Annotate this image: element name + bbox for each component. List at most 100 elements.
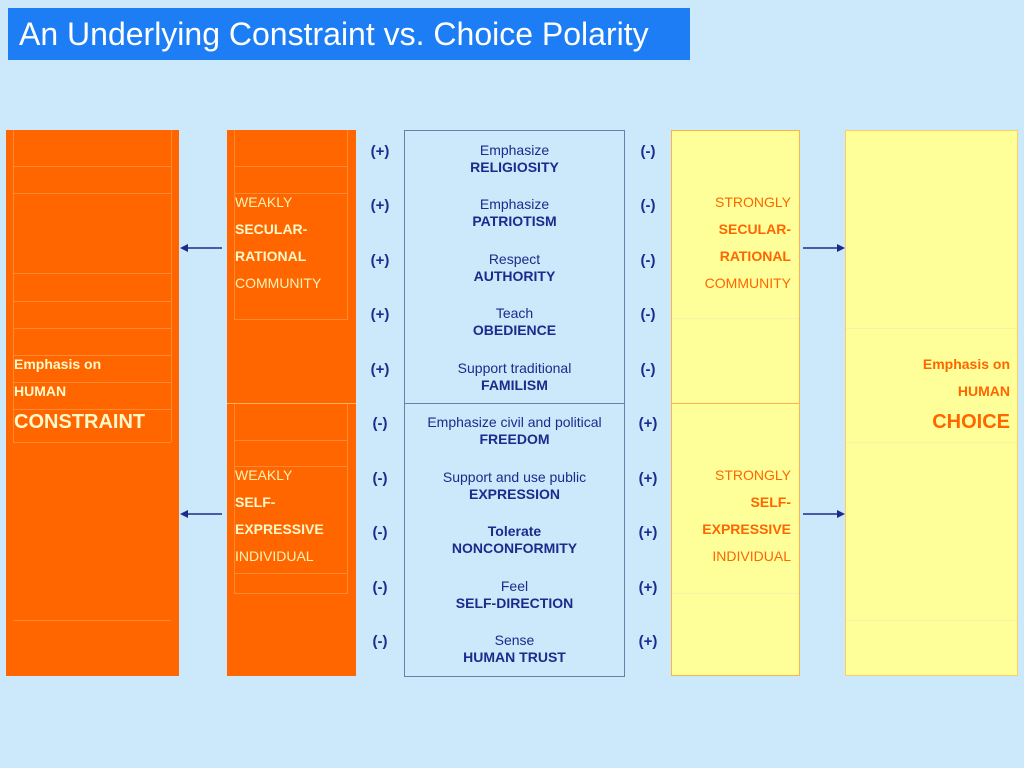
value-item-noun: SELF-DIRECTION [455, 595, 574, 611]
right-sign: (+) [638, 579, 658, 596]
left-sign: (-) [372, 633, 388, 650]
left-sign: (+) [370, 197, 390, 214]
value-item-noun: EXPRESSION [468, 486, 561, 502]
grid-line [13, 382, 171, 383]
strongly-secular-label-3: RATIONAL [719, 248, 791, 264]
left-sign: (+) [370, 361, 390, 378]
right-sign: (-) [640, 143, 656, 160]
value-item-noun: PATRIOTISM [472, 213, 557, 229]
value-item-verb: Sense [494, 632, 535, 648]
grid-line [13, 301, 171, 302]
left-sign: (+) [370, 143, 390, 160]
value-item-verb: Tolerate [487, 523, 542, 539]
right-arrow-icon [803, 244, 845, 252]
grid-line [234, 193, 347, 194]
grid-line [846, 620, 1017, 621]
grid-line [13, 273, 171, 274]
strongly-self-label-4: INDIVIDUAL [712, 548, 791, 564]
value-item-verb: Emphasize [479, 196, 550, 212]
value-item-verb: Respect [488, 251, 541, 267]
value-item-verb: Teach [495, 305, 534, 321]
constraint-label-2: HUMAN [14, 383, 67, 399]
strongly-column-divider [671, 403, 800, 404]
right-sign: (-) [640, 252, 656, 269]
grid-line [234, 130, 235, 320]
value-item-noun: FREEDOM [479, 431, 550, 447]
grid-line [234, 593, 347, 594]
grid-line [846, 328, 1017, 329]
right-sign: (-) [640, 197, 656, 214]
choice-label-3: CHOICE [932, 411, 1010, 433]
right-sign: (+) [638, 470, 658, 487]
weakly-secular-label-2: SECULAR- [235, 221, 308, 237]
value-item-noun: NONCONFORMITY [451, 540, 578, 556]
right-sign: (+) [638, 524, 658, 541]
weakly-column-divider [227, 403, 356, 404]
left-sign: (-) [372, 524, 388, 541]
grid-line [13, 620, 171, 621]
choice-column [845, 130, 1018, 676]
grid-line [13, 130, 14, 442]
left-sign: (+) [370, 306, 390, 323]
grid-line [13, 193, 171, 194]
grid-line [234, 404, 235, 594]
grid-line [234, 440, 347, 441]
constraint-column [6, 130, 179, 676]
right-sign: (+) [638, 415, 658, 432]
left-arrow-icon [180, 244, 222, 252]
constraint-label-3: CONSTRAINT [14, 411, 146, 433]
value-item-noun: AUTHORITY [473, 268, 556, 284]
weakly-self-label-3: EXPRESSIVE [235, 521, 324, 537]
right-arrow-icon [803, 510, 845, 518]
grid-line [234, 466, 347, 467]
grid-line [13, 442, 171, 443]
left-sign: (+) [370, 252, 390, 269]
grid-line [672, 593, 799, 594]
grid-line [13, 328, 171, 329]
grid-line [13, 355, 171, 356]
strongly-self-label-3: EXPRESSIVE [702, 521, 791, 537]
weakly-self-label-1: WEAKLY [235, 467, 293, 483]
weakly-self-label-4: INDIVIDUAL [235, 548, 314, 564]
strongly-secular-label-1: STRONGLY [715, 194, 791, 210]
value-item-noun: OBEDIENCE [472, 322, 557, 338]
choice-label-2: HUMAN [957, 383, 1010, 399]
constraint-label-1: Emphasis on [14, 356, 102, 372]
value-item-verb: Support traditional [457, 360, 572, 376]
strongly-self-label-1: STRONGLY [715, 467, 791, 483]
grid-line [13, 166, 171, 167]
left-sign: (-) [372, 579, 388, 596]
left-sign: (-) [372, 415, 388, 432]
grid-line [234, 319, 347, 320]
grid-line [13, 409, 171, 410]
strongly-self-label-2: SELF- [750, 494, 791, 510]
left-sign: (-) [372, 470, 388, 487]
grid-line [171, 130, 172, 442]
right-sign: (+) [638, 633, 658, 650]
right-sign: (-) [640, 306, 656, 323]
value-item-noun: FAMILISM [481, 377, 548, 393]
strongly-secular-label-4: COMMUNITY [704, 275, 791, 291]
weakly-secular-label-4: COMMUNITY [235, 275, 322, 291]
grid-line [234, 573, 347, 574]
value-item-verb: Feel [500, 578, 529, 594]
grid-line [846, 442, 1017, 443]
choice-label-1: Emphasis on [922, 356, 1010, 372]
value-item-noun: HUMAN TRUST [463, 649, 566, 665]
grid-line [672, 318, 799, 319]
weakly-secular-label-1: WEAKLY [235, 194, 293, 210]
left-arrow-icon [180, 510, 222, 518]
weakly-self-label-2: SELF- [235, 494, 276, 510]
grid-line [347, 130, 348, 320]
weakly-secular-label-3: RATIONAL [235, 248, 307, 264]
